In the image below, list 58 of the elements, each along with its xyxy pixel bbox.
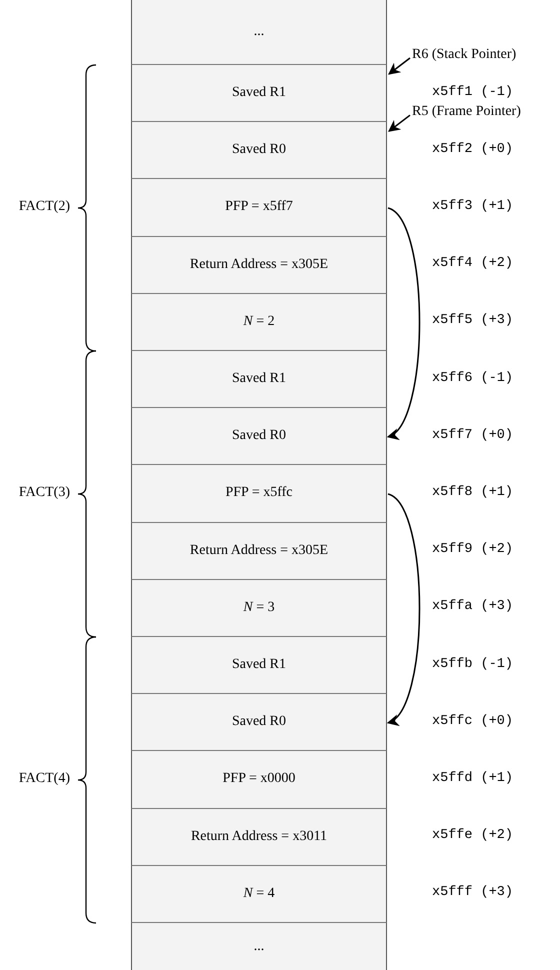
- stack-cell: [131, 65, 387, 122]
- memory-address: x5ff9 (+2): [432, 542, 514, 558]
- cell-text: Saved R0: [232, 142, 286, 158]
- memory-address: x5ffb (-1): [432, 656, 514, 672]
- cell-text: ...: [254, 24, 264, 40]
- cell-text: Saved R1: [232, 371, 286, 388]
- pointer-label: R5 (Frame Pointer): [412, 104, 521, 122]
- stack-cell: [131, 408, 387, 466]
- memory-address: x5ffc (+0): [432, 714, 514, 729]
- cell-text: Saved R1: [232, 657, 286, 674]
- stack-cell: [131, 923, 387, 970]
- stack-cell: [131, 751, 387, 809]
- cell-text: Return Address = x3011: [190, 828, 328, 845]
- arrow: [388, 114, 410, 132]
- memory-address: x5ffa (+3): [432, 599, 514, 614]
- stack-cell: [131, 522, 387, 580]
- stack-cell: [131, 808, 387, 866]
- frame-label: FACT(4): [18, 771, 70, 787]
- arrow: [387, 207, 420, 438]
- memory-address: x5ff6 (-1): [432, 370, 514, 386]
- stack-cell: [131, 294, 387, 351]
- stack-cell: [131, 694, 387, 752]
- cell-text: Saved R0: [232, 428, 286, 444]
- memory-address: x5ff1 (-1): [432, 84, 514, 100]
- stack-cell: [131, 351, 387, 408]
- frame-label: FACT(3): [18, 485, 70, 501]
- cell-text: N = 2: [243, 314, 275, 330]
- pointer-label: R6 (Stack Pointer): [412, 47, 516, 65]
- frame-label: FACT(2): [18, 199, 70, 215]
- memory-address: x5fff (+3): [432, 885, 514, 900]
- memory-address: x5ff3 (+1): [432, 199, 514, 214]
- cell-text: ...: [254, 938, 264, 954]
- memory-address: x5ff2 (+0): [432, 142, 514, 157]
- cell-text: N = 4: [243, 886, 275, 902]
- cell-text: N = 3: [243, 600, 275, 616]
- cell-text: Return Address = x305E: [190, 256, 328, 273]
- cell-text: Return Address = x305E: [190, 542, 328, 559]
- stack-cell: [131, 637, 387, 694]
- memory-address: x5ff8 (+1): [432, 485, 514, 500]
- memory-address: x5ffd (+1): [432, 771, 514, 786]
- cell-text: PFP = x0000: [222, 771, 296, 788]
- stack-cell: [131, 236, 387, 294]
- arrow: [387, 493, 420, 724]
- stack-cell: [131, 122, 387, 180]
- stack-cell: [131, 179, 387, 237]
- stack-cell: [131, 580, 387, 637]
- stack-cell: [131, 465, 387, 523]
- cell-text: PFP = x5ff7: [225, 199, 293, 216]
- cell-text: Saved R0: [232, 714, 286, 730]
- cell-text: Saved R1: [232, 85, 286, 102]
- memory-address: x5ff5 (+3): [432, 313, 514, 328]
- cell-text: PFP = x5ffc: [225, 485, 293, 502]
- stack-cell: [131, 866, 387, 923]
- memory-address: x5ff4 (+2): [432, 256, 514, 272]
- stack-cell: [131, 0, 387, 65]
- memory-address: x5ff7 (+0): [432, 428, 514, 443]
- arrow: [388, 57, 410, 75]
- memory-address: x5ffe (+2): [432, 828, 514, 844]
